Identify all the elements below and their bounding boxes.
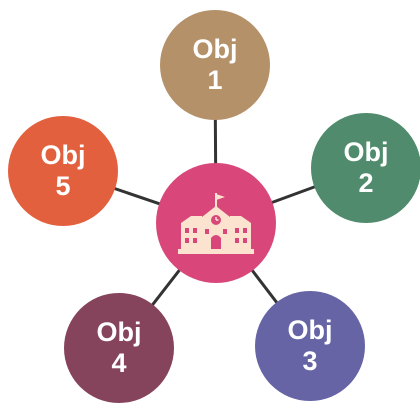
node-label-line1: Obj — [287, 315, 333, 345]
node-label-line1: Obj — [96, 317, 142, 347]
node-label-line2: 4 — [111, 348, 127, 378]
node-obj-5: Obj 5 — [8, 116, 118, 226]
node-label-line2: 2 — [358, 168, 374, 198]
central-hub — [156, 163, 276, 283]
node-label-line2: 1 — [207, 65, 223, 95]
node-label-line1: Obj — [343, 137, 389, 167]
node-label-line2: 3 — [302, 346, 318, 376]
node-obj-4: Obj 4 — [64, 293, 174, 403]
node-obj-2: Obj 2 — [311, 113, 420, 223]
node-label-line1: Obj — [40, 140, 86, 170]
node-label-line1: Obj — [192, 34, 238, 64]
school-building-icon — [178, 193, 254, 254]
node-obj-3: Obj 3 — [255, 291, 365, 401]
node-label-line2: 5 — [55, 171, 71, 201]
node-obj-1: Obj 1 — [160, 10, 270, 120]
